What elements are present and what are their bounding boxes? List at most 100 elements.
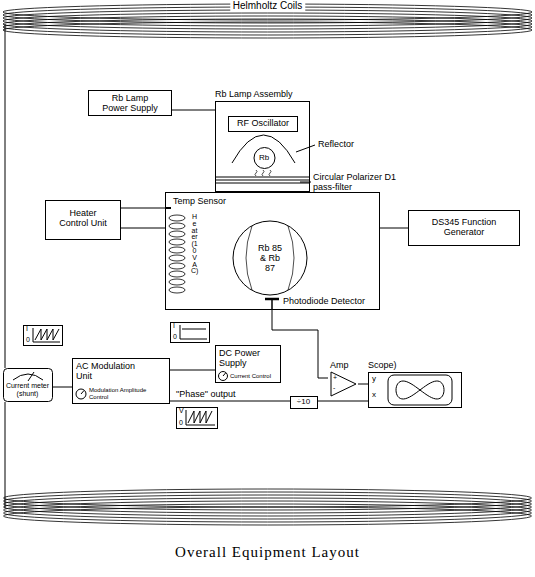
box-outline [166, 193, 380, 310]
node-text: - [333, 384, 335, 392]
photodiode [271, 299, 273, 310]
node-text: Photodiode Detector [283, 296, 365, 306]
wire [53, 387, 72, 388]
wire [121, 208, 165, 209]
heater-coil [169, 239, 185, 245]
plot-axis [186, 425, 215, 426]
node-text: I [173, 322, 175, 330]
heater-coil [169, 223, 185, 229]
figure-caption: Overall Equipment Layout [0, 543, 535, 561]
scope-screen [388, 375, 452, 405]
box-outline [46, 201, 121, 240]
node-text: + [333, 374, 337, 382]
voltage-waveform-icon: V0 [176, 407, 218, 429]
knob-pointer [81, 391, 84, 395]
heater-coil [169, 271, 185, 277]
wire [358, 384, 368, 385]
amplifier: Amp + - [328, 360, 358, 398]
lamp-assembly: Rb Lamp AssemblyRF OscillatorRb [215, 89, 310, 192]
ac-modulation-box: AC Modulation UnitModulation Amplitude C… [72, 358, 170, 404]
meter-body [4, 369, 53, 402]
vapor-cell [233, 221, 307, 295]
part-label: Reflector [318, 139, 354, 149]
wire [380, 228, 408, 229]
heater-coil [169, 287, 185, 293]
coil-turn [3, 19, 532, 35]
wire [121, 228, 165, 229]
coil-turn [3, 22, 532, 38]
plot-axis [180, 339, 207, 340]
box-outline [73, 359, 170, 404]
box-outline [89, 91, 172, 116]
box-outline [177, 408, 218, 429]
filter-plate [215, 177, 310, 178]
node-text: Modulation Amplitude Control [89, 387, 163, 401]
control-knob [219, 372, 228, 381]
coil-wire [5, 24, 6, 40]
rb-lamp-bulb: Rb [253, 147, 276, 169]
control-knob [76, 389, 86, 399]
part-label: Circular Polarizer D1 pass-filter [313, 172, 405, 192]
coil-wire [5, 402, 6, 508]
plot-axis [33, 328, 34, 342]
light-ray [255, 170, 257, 176]
node-text: DS345 Function Generator [412, 217, 516, 237]
node-text: I [26, 325, 28, 333]
bulb-outline [254, 148, 275, 169]
cell-shading [288, 226, 294, 290]
box-outline [291, 397, 318, 409]
rf-oscillator-box: RF Oscillator [228, 116, 298, 132]
node-text: AC Modulation Unit [76, 361, 146, 381]
light-ray [262, 170, 264, 176]
node-text: Heater Control Unit [55, 208, 111, 228]
oscilloscope: Scope)yx [368, 360, 462, 408]
divider-box: ÷10 [290, 396, 318, 409]
heater-coil [169, 231, 185, 237]
temp-sensor [165, 207, 171, 209]
power-supply-box: Rb Lamp Power Supply [88, 90, 172, 116]
node-text: DC Power Supply [219, 348, 277, 368]
node-text: Rb [254, 153, 274, 162]
filter-plate [215, 183, 310, 184]
node-text: x [372, 390, 376, 399]
cell-shading [246, 226, 252, 290]
box-outline [409, 211, 520, 246]
amplifier-symbol [331, 372, 356, 396]
plot-axis [180, 325, 181, 339]
rb-vapor-cell: Rb 85 & Rb 87 [232, 220, 308, 296]
leader-line [296, 145, 315, 152]
lissajous-trace [396, 381, 444, 399]
oven-housing: Temp SensorHeater (10 VAC) Photodiode Det… [165, 192, 380, 310]
node-text: Heater (10 VAC) [191, 214, 198, 275]
box-outline [229, 117, 298, 132]
coil-turn [4, 507, 532, 525]
current-waveform-icon: I0 [23, 325, 63, 346]
node-text: Rb 85 & Rb 87 [255, 243, 285, 273]
wire [170, 370, 215, 371]
box-outline [216, 102, 310, 192]
node-text: RF Oscillator [230, 118, 296, 128]
heater-coil [169, 279, 185, 285]
signal-label: "Phase" output [176, 389, 235, 399]
plot-axis [186, 410, 187, 425]
box-outline [24, 326, 63, 346]
node-text: Scope) [368, 360, 397, 370]
helmholtz-coil: Helmholtz Coils [0, 0, 535, 40]
knob-pointer [223, 373, 226, 376]
node-text: V [179, 407, 184, 415]
wire [170, 401, 290, 402]
node-text: Rb Lamp Power Supply [101, 93, 159, 113]
heater-coil [169, 263, 185, 269]
node-text: ÷10 [291, 397, 316, 407]
node-outline [215, 89, 310, 192]
filter-plate [215, 180, 310, 181]
node-text: Temp Sensor [173, 196, 226, 206]
node-text: Current meter (shunt) [4, 382, 51, 398]
node-text: Amp [330, 360, 349, 370]
node-text: 0 [179, 419, 183, 427]
current-meter: Current meter (shunt) [3, 368, 53, 402]
meter-needle [28, 372, 34, 381]
heater-coil [169, 215, 185, 221]
heater-coil [169, 255, 185, 261]
